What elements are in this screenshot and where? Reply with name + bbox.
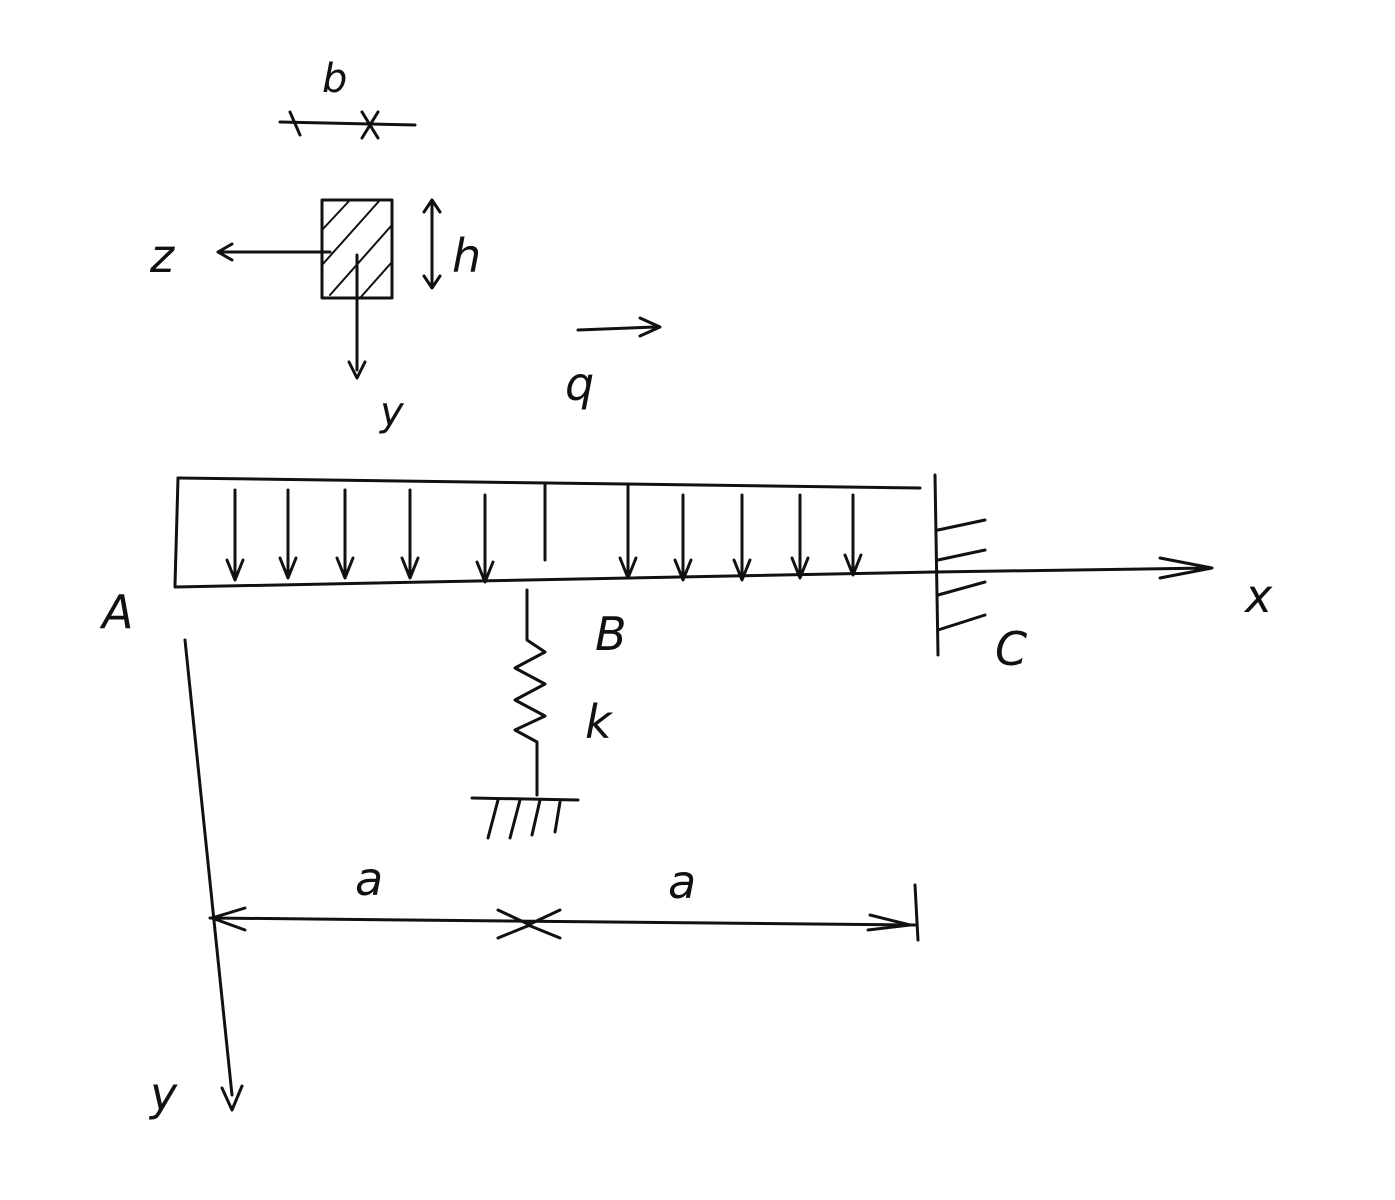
label-a: A bbox=[99, 585, 133, 639]
label-h: h bbox=[452, 229, 481, 283]
label-b: b bbox=[322, 56, 347, 102]
label-section-y: y bbox=[379, 389, 405, 435]
span-dimensions: a a bbox=[208, 852, 920, 942]
label-k: k bbox=[585, 695, 614, 749]
spring-icon bbox=[513, 588, 547, 797]
spring-support bbox=[470, 588, 580, 840]
width-dimension-line bbox=[278, 120, 417, 127]
label-y: y bbox=[148, 1067, 178, 1121]
wall-line bbox=[933, 473, 940, 657]
width-dimension-ticks bbox=[288, 110, 380, 140]
load-arrows bbox=[233, 483, 855, 582]
load-top-line bbox=[176, 476, 922, 490]
ground-line bbox=[470, 796, 580, 802]
label-q: q bbox=[565, 357, 594, 411]
label-b: B bbox=[595, 607, 627, 661]
label-c: C bbox=[995, 622, 1027, 676]
label-span-right: a bbox=[668, 855, 696, 909]
load-left-edge bbox=[173, 476, 180, 587]
section-hatching bbox=[321, 199, 393, 299]
label-z: z bbox=[149, 229, 175, 283]
distributed-load bbox=[173, 476, 922, 587]
fixed-support bbox=[933, 473, 987, 657]
vector-arrow-icon bbox=[576, 316, 662, 338]
dimension-arrowheads bbox=[210, 883, 920, 942]
dimension-line bbox=[208, 916, 917, 927]
section-y-axis-arrow bbox=[347, 253, 367, 380]
label-x: x bbox=[1243, 569, 1273, 623]
z-axis-arrow bbox=[216, 242, 332, 262]
ground-hatching bbox=[486, 798, 562, 840]
height-dimension-line bbox=[422, 198, 442, 290]
cross-section: b z h y bbox=[149, 56, 481, 435]
wall-hatching bbox=[936, 518, 987, 632]
label-span-left: a bbox=[355, 852, 383, 906]
beam bbox=[173, 570, 937, 589]
x-axis-arrow bbox=[933, 556, 1214, 580]
y-axis-arrow bbox=[183, 638, 244, 1112]
